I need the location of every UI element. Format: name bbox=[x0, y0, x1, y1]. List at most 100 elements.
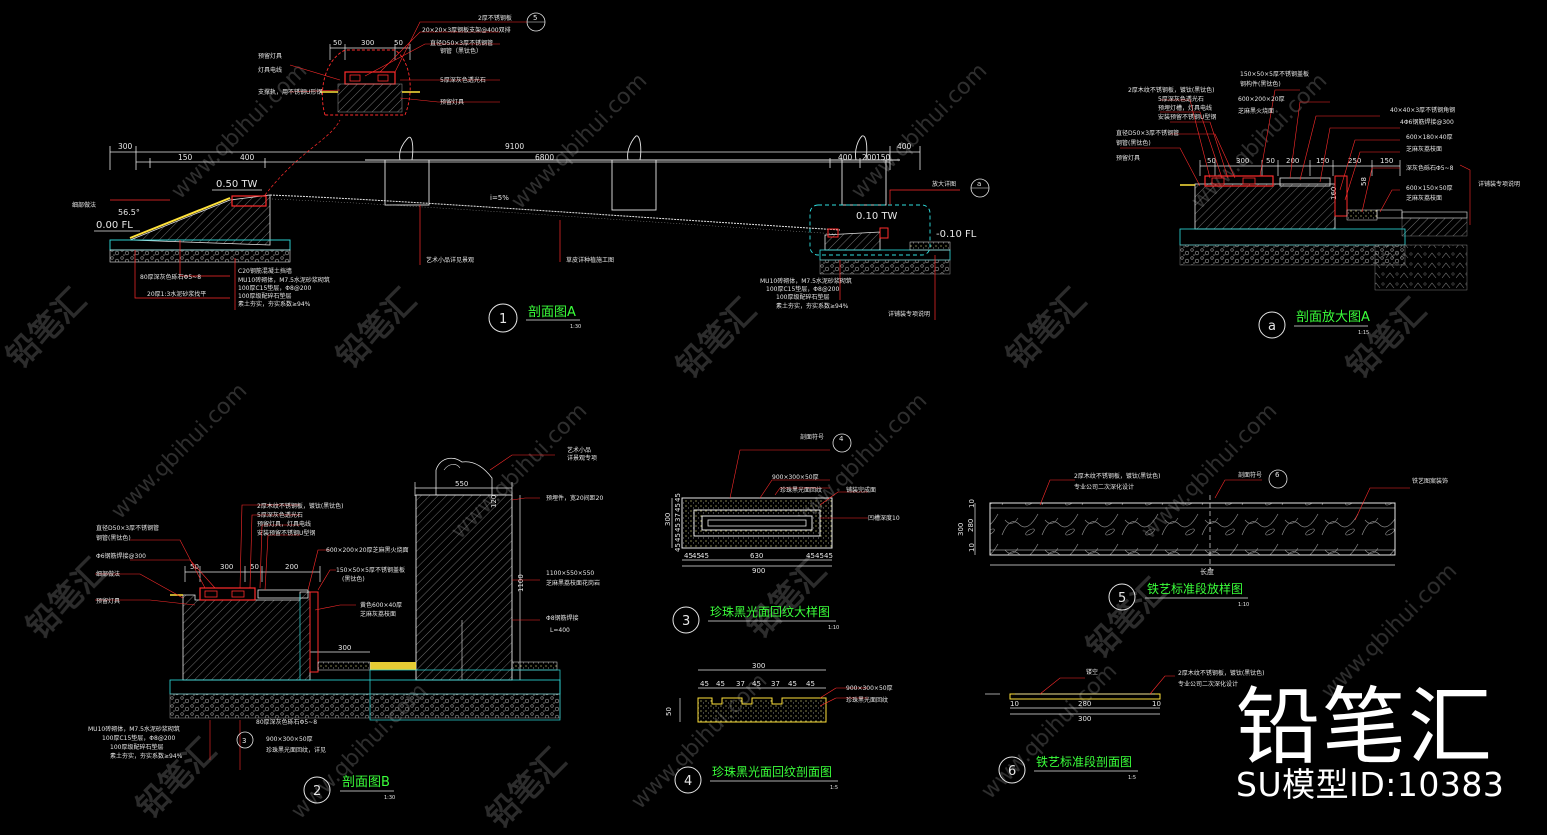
b-label-mid: 黄色600×40厚 bbox=[360, 601, 402, 609]
angle-label: 56.5° bbox=[118, 208, 140, 217]
s4-dim: 45 bbox=[806, 680, 815, 688]
i6-label: 镂空 bbox=[1086, 668, 1098, 676]
enl-label-left: 预留灯具 bbox=[1116, 154, 1140, 162]
section-a-label-right: 素土夯实，夯实系数≥94% bbox=[776, 302, 849, 310]
b-label: 安装预留不锈钢U型钢 bbox=[257, 529, 315, 537]
p3-vdim: 45 bbox=[674, 503, 682, 512]
section-a-title: 剖面图A bbox=[528, 305, 576, 320]
enl-label: 芝麻黑火烧面 bbox=[1238, 107, 1274, 115]
enl-dim: 50 bbox=[1207, 157, 1216, 165]
p3-label: 铺装完成面 bbox=[846, 486, 876, 494]
enl-title: 剖面放大图A bbox=[1296, 310, 1370, 325]
top-label: 直径D50×3厚不锈钢管 bbox=[430, 39, 493, 47]
enl-label: 4Φ6钢筋焊接@300 bbox=[1400, 118, 1454, 126]
section-a-slope bbox=[269, 194, 841, 231]
enl-dim: 200 bbox=[1286, 157, 1299, 165]
enl-label: 600×180×40厚 bbox=[1406, 134, 1453, 141]
top-label: 5厚深灰色透光石 bbox=[440, 76, 486, 84]
enl-label-left: 钢管(黑钛色) bbox=[1116, 139, 1151, 147]
b-label-left: 钢管(黑钛色) bbox=[96, 534, 131, 542]
section-enlarged: 50 300 50 200 150 250 150 58 160 bbox=[1116, 70, 1520, 339]
b-label: 预留灯具，灯具电线 bbox=[257, 520, 311, 528]
s4-dim-total: 300 bbox=[752, 662, 765, 670]
i6-number: 6 bbox=[1008, 764, 1016, 779]
b-label-mid: 芝麻灰荔枝面 bbox=[360, 610, 396, 618]
enl-number: a bbox=[1268, 319, 1276, 334]
b-callout: 3 bbox=[242, 737, 246, 745]
b-label-bottom: 100厚级配碎石垫层 bbox=[110, 743, 163, 751]
p3-callout: 4 bbox=[839, 435, 844, 443]
watermark-stamp: 铅笔汇 bbox=[479, 741, 574, 835]
b-label-left: 预留灯具 bbox=[96, 597, 120, 605]
dim-a2-1: 400 bbox=[240, 153, 255, 162]
dim-a2-2: 6800 bbox=[535, 153, 554, 162]
i6-label: 专业公司二次深化设计 bbox=[1178, 680, 1238, 688]
watermark-stamps: 铅笔汇 铅笔汇 铅笔汇 铅笔汇 铅笔汇 铅笔汇 铅笔汇 铅笔汇 铅笔汇 铅笔汇 bbox=[0, 281, 1434, 835]
section-a-label-right: MU10砖砌体，M7.5水泥砂浆砌筑 bbox=[760, 277, 852, 285]
dim-a-0: 300 bbox=[118, 142, 133, 151]
s4-dim: 45 bbox=[788, 680, 797, 688]
b-label-left: Φ6钢筋焊接@300 bbox=[96, 552, 146, 560]
section-a-number-circle bbox=[488, 303, 518, 333]
section-a-dims-top bbox=[109, 146, 921, 170]
section-a-label-left2: 80厚深灰色砾石Φ5~8 bbox=[140, 273, 201, 281]
enl-dim: 150 bbox=[1380, 157, 1393, 165]
watermark-stamp: 铅笔汇 bbox=[669, 291, 764, 386]
p3-vdim: 45 bbox=[674, 533, 682, 542]
dim-a-2: 400 bbox=[897, 142, 912, 151]
section-a: 300 9100 400 150 400 6800 400 200 150 bbox=[72, 119, 990, 333]
top-label: 钢管（黑钛色） bbox=[440, 47, 482, 55]
i6-number-circle bbox=[998, 756, 1026, 784]
enl-vdim: 58 bbox=[1360, 177, 1368, 186]
i6-dim: 280 bbox=[1078, 700, 1091, 708]
b-label-mid: 600×200×20厚芝麻黑火烧面 bbox=[326, 546, 409, 554]
b-dim: 550 bbox=[455, 480, 468, 488]
b-label-top: 详景观专项 bbox=[567, 454, 597, 462]
enl-dim: 250 bbox=[1348, 157, 1361, 165]
s4-dim: 45 bbox=[752, 680, 761, 688]
top-dim: 300 bbox=[361, 39, 374, 47]
section-a-sculpture: 艺术小品详见景观 bbox=[426, 256, 474, 264]
enl-label: 40×40×3厚不锈钢角钢 bbox=[1390, 106, 1455, 114]
i5-vdim: 300 bbox=[957, 523, 965, 536]
s4-label: 珍珠黑光面回纹 bbox=[846, 696, 888, 704]
p3-dim: 630 bbox=[750, 552, 763, 560]
b-dim: 50 bbox=[190, 563, 199, 571]
dim-a-1: 9100 bbox=[505, 142, 524, 151]
b-label-right: L=400 bbox=[550, 627, 570, 634]
b-number: 2 bbox=[313, 784, 321, 799]
top-label-left: 灯具电线 bbox=[258, 66, 282, 74]
section-a-paving: 详铺装专项说明 bbox=[888, 310, 930, 318]
b-label-bottom: 100厚C15垫层，Φ8@200 bbox=[102, 734, 175, 742]
watermark-stamp: 铅笔汇 bbox=[739, 551, 834, 646]
s4-number: 4 bbox=[684, 774, 692, 789]
section-a-sculptures bbox=[365, 135, 900, 211]
watermark-text: www.qbihui.com bbox=[107, 379, 253, 525]
b-label-left: 细部做法 bbox=[96, 570, 120, 578]
i5-callout-label: 剖面符号 bbox=[1238, 471, 1262, 479]
b-dim: 300 bbox=[220, 563, 233, 571]
enl-label-left: 安装预留不锈钢U型钢 bbox=[1158, 113, 1216, 121]
section-a-number: 1 bbox=[499, 312, 507, 327]
top-callout: 5 bbox=[533, 14, 537, 22]
section-a-label-right: 100厚级配碎石垫层 bbox=[776, 293, 829, 301]
p3-dim: 45 bbox=[806, 552, 815, 560]
section-a-label-left: MU10砖砌体，M7.5水泥砂浆砌筑 bbox=[238, 276, 330, 284]
i5-vdim: 280 bbox=[967, 519, 975, 532]
p3-title: 珍珠黑光面回纹大样图 bbox=[710, 604, 830, 619]
enl-label-left: 2厚木纹不锈钢板，镀钛(黑钛色) bbox=[1128, 86, 1215, 94]
b-label-right: Φ8钢筋焊接 bbox=[546, 614, 579, 622]
p3-dim-total: 900 bbox=[752, 567, 765, 575]
enl-dim: 50 bbox=[1266, 157, 1275, 165]
section-a-detail-ref: a bbox=[977, 180, 981, 188]
p3-vdim: 300 bbox=[664, 513, 672, 526]
section-a-label-left: 100厚C15垫层，Φ8@200 bbox=[238, 284, 311, 292]
s4-dim: 37 bbox=[771, 680, 780, 688]
section-a-levels: 0.50 TW 0.00 FL 0.10 TW -0.10 FL i=5% 56… bbox=[94, 179, 977, 240]
b-dim: 50 bbox=[250, 563, 259, 571]
b-label-right: 预埋件，宽20间距20 bbox=[546, 494, 603, 502]
s4-number-circle bbox=[674, 766, 702, 794]
ironwork-5: 300 10 280 10 长度 2厚木纹不锈钢板，镀钛(黑钛色) 专业公司二次… bbox=[957, 469, 1448, 611]
s4-title: 珍珠黑光面回纹剖面图 bbox=[712, 765, 832, 779]
